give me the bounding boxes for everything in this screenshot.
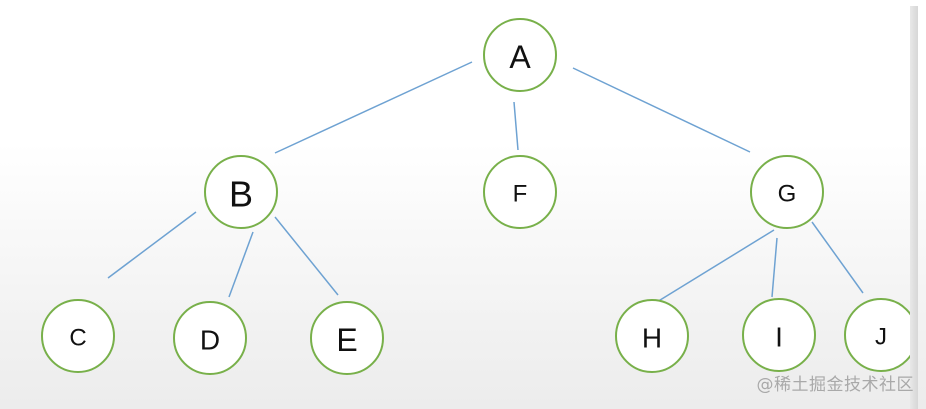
node-g: G — [750, 155, 824, 229]
node-i: I — [742, 298, 816, 372]
scrollbar-edge — [910, 6, 918, 409]
node-a: A — [483, 18, 557, 92]
node-label-c: C — [69, 325, 86, 352]
node-label-j: J — [875, 324, 887, 351]
edge-b-d — [228, 231, 254, 298]
edge-g-i — [771, 237, 778, 298]
node-label-g: G — [778, 181, 797, 208]
node-circle-c — [41, 299, 115, 373]
node-group: A B F G C D E H I J — [41, 18, 918, 375]
node-circle-i — [742, 298, 816, 372]
edge-group — [107, 61, 864, 306]
node-f: F — [483, 155, 557, 229]
edge-g-h — [651, 229, 775, 306]
node-circle-d — [173, 301, 247, 375]
node-circle-b — [204, 155, 278, 229]
node-label-h: H — [642, 323, 662, 354]
node-circle-e — [310, 301, 384, 375]
node-circle-g — [750, 155, 824, 229]
edge-b-c — [107, 211, 197, 279]
edge-b-e — [274, 216, 339, 296]
node-circle-f — [483, 155, 557, 229]
node-c: C — [41, 299, 115, 373]
node-circle-h — [615, 299, 689, 373]
node-label-e: E — [336, 322, 357, 358]
node-label-f: F — [513, 181, 528, 208]
node-label-a: A — [509, 39, 531, 75]
node-e: E — [310, 301, 384, 375]
watermark-text: @稀土掘金技术社区 — [756, 375, 914, 395]
node-label-i: I — [775, 322, 783, 353]
node-b: B — [204, 155, 278, 229]
node-label-b: B — [229, 174, 253, 215]
node-h: H — [615, 299, 689, 373]
node-j: J — [844, 298, 918, 372]
edge-a-g — [572, 67, 751, 153]
node-d: D — [173, 301, 247, 375]
edge-a-f — [513, 101, 519, 151]
node-circle-a — [483, 18, 557, 92]
edge-g-j — [811, 221, 864, 294]
edge-a-b — [274, 61, 473, 154]
node-label-d: D — [200, 325, 220, 356]
